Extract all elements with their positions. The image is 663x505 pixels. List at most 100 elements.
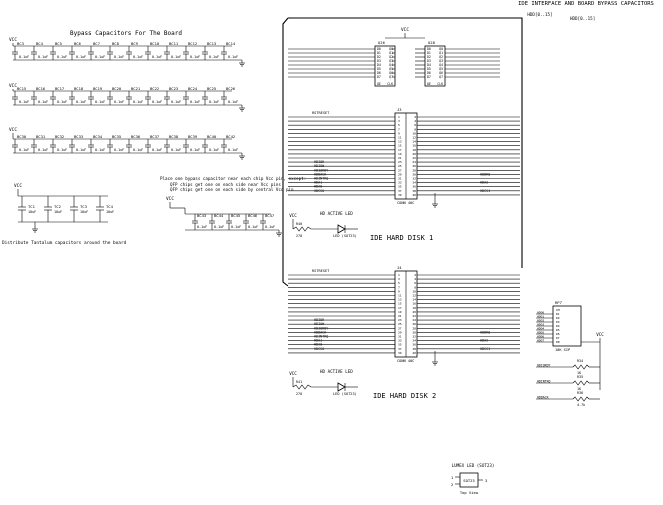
rpack-vcc-label: VCC: [596, 332, 604, 337]
ide-pin-left: 23: [398, 160, 402, 164]
ide-pin-left: 13: [398, 140, 402, 144]
buffer-clk-pin: CLK: [437, 82, 443, 86]
tantalum-cap-value: 10uF: [80, 210, 88, 214]
ide-pin-right: 22: [412, 314, 416, 318]
disk1-title: IDE HARD DISK 1: [370, 234, 433, 242]
led-part: LED (SOT23): [333, 234, 357, 238]
rpack-pin: D7: [556, 336, 560, 340]
ide-pin-right: 26: [412, 164, 416, 168]
buffer-pin-in: D6: [427, 71, 431, 75]
ide-pin-right: 2: [414, 273, 416, 277]
ide-pin-right: 4: [414, 277, 416, 281]
ide-pin-left: 9: [398, 131, 400, 135]
ide-reset-label: RSTRESET: [312, 269, 330, 273]
bypass-cap-ref: BC14: [226, 41, 236, 46]
led-part: LED (SOT23): [333, 392, 357, 396]
bypass-cap-ref: BC18: [74, 86, 84, 91]
bypass-cap-value: 0.1uF: [209, 100, 219, 104]
ide-connector-type: CONN 40C: [397, 359, 414, 363]
ide-pin-right: 28: [412, 168, 416, 172]
buffer-pin-out: Q2: [389, 55, 393, 59]
bypass-cap-ref: BC34: [93, 134, 103, 139]
bypass-cap-ref: BC42: [226, 134, 235, 139]
ide-signal-left: HDCS0: [314, 189, 324, 193]
pullup-value: 1K: [577, 387, 582, 391]
pullup-resistor: [572, 364, 590, 370]
legend-title: LUMEX LED (SOT23): [452, 463, 495, 468]
rpack-pin: D3: [556, 320, 560, 324]
buffer-pin-in: D3: [377, 59, 381, 63]
ide-pin-left: 19: [398, 310, 402, 314]
buffer-vcc-label: VCC: [401, 27, 409, 33]
tantalum-cap-value: 10uF: [54, 210, 62, 214]
ide-signal-right: HDA2: [480, 339, 488, 343]
bypass-cap-ref: BC43: [197, 213, 206, 218]
ide-pin-right: 6: [414, 281, 416, 285]
bypass-cap-value: 0.1uF: [76, 55, 86, 59]
ide-signal-right: HDCS1: [480, 189, 490, 193]
bypass-cap-ref: BC16: [36, 86, 46, 91]
led-resistor: [292, 384, 312, 390]
bypass-cap-value: 0.1uF: [19, 100, 29, 104]
buffer-pin-in: D4: [427, 63, 431, 67]
tantalum-cap-value: 10uF: [106, 210, 114, 214]
ide-pin-left: 11: [398, 294, 402, 298]
legend-view: Top View: [460, 490, 479, 495]
ide-pin-right: 38: [412, 189, 416, 193]
rpack-net: HDD0: [537, 311, 544, 315]
sheet-title: IDE INTERFACE AND BOARD BYPASS CAPACITOR…: [518, 1, 654, 7]
buffer-pin-out: Q0: [439, 47, 443, 51]
tantalum-cap-ref: TC3: [80, 204, 87, 209]
bypass-capacitor-rows: VCCBC30.1uFBC40.1uFBC50.1uFBC60.1uFBC70.…: [9, 37, 282, 237]
bypass-cap-value: 0.1uF: [228, 100, 238, 104]
bypass-cap-value: 0.1uF: [19, 55, 29, 59]
ide-pin-left: 15: [398, 302, 402, 306]
bypass-vcc-label: VCC: [9, 37, 17, 43]
pullup-net: HDDACK: [537, 396, 549, 400]
ide-pin-right: 12: [412, 136, 416, 140]
ide-pin-right: 16: [412, 144, 416, 148]
ide-pin-right: 26: [412, 322, 416, 326]
pullup-resistor: [572, 380, 590, 386]
bypass-cap-value: 0.1uF: [197, 225, 207, 229]
ide-signal-left: HDIOR: [314, 318, 325, 322]
buffer-pin-in: D2: [427, 55, 431, 59]
bypass-cap-ref: BC11: [169, 41, 179, 46]
buffer-pin-in: D5: [377, 67, 381, 71]
led-vcc-label: VCC: [289, 213, 297, 218]
ide-pin-left: 17: [398, 148, 402, 152]
ide-pin-right: 38: [412, 347, 416, 351]
bypass-cap-value: 0.1uF: [114, 100, 124, 104]
bus-outline-top: [288, 17, 523, 268]
buffer-pin-in: D7: [427, 75, 431, 79]
bypass-cap-value: 0.1uF: [19, 148, 29, 152]
buffer-pin-in: D1: [377, 51, 381, 55]
bypass-cap-value: 0.1uF: [190, 55, 200, 59]
bypass-cap-ref: BC45: [231, 213, 240, 218]
ide-pin-left: 9: [398, 289, 400, 293]
bypass-cap-ref: BC33: [74, 134, 83, 139]
ide-pin-left: 33: [398, 339, 402, 343]
rpack-net: HDD5: [537, 331, 544, 335]
ide-reset-label: RSTRESET: [312, 111, 330, 115]
buffer-pin-out: Q3: [439, 59, 443, 63]
placement-note-2: QFP chips get one on each side near Vcc …: [170, 182, 281, 187]
ide-pin-right: 30: [412, 172, 416, 176]
rpack-pin: CM: [556, 308, 560, 312]
ide-pin-left: 35: [398, 185, 402, 189]
bypass-cap-ref: BC21: [131, 86, 141, 91]
pullup-net: HDINTRQ: [537, 380, 551, 384]
legend-part: SOT23: [463, 478, 474, 483]
ide-pin-left: 1: [398, 273, 400, 277]
bypass-cap-value: 0.1uF: [76, 100, 86, 104]
buffer-clk-pin: CLK: [387, 82, 393, 86]
bus-outline-left: [282, 17, 289, 287]
ide-pin-right: 22: [412, 156, 416, 160]
ide-pin-right: 24: [412, 160, 416, 164]
bypass-cap-value: 0.1uF: [133, 100, 143, 104]
bypass-cap-ref: BC4: [36, 41, 44, 46]
